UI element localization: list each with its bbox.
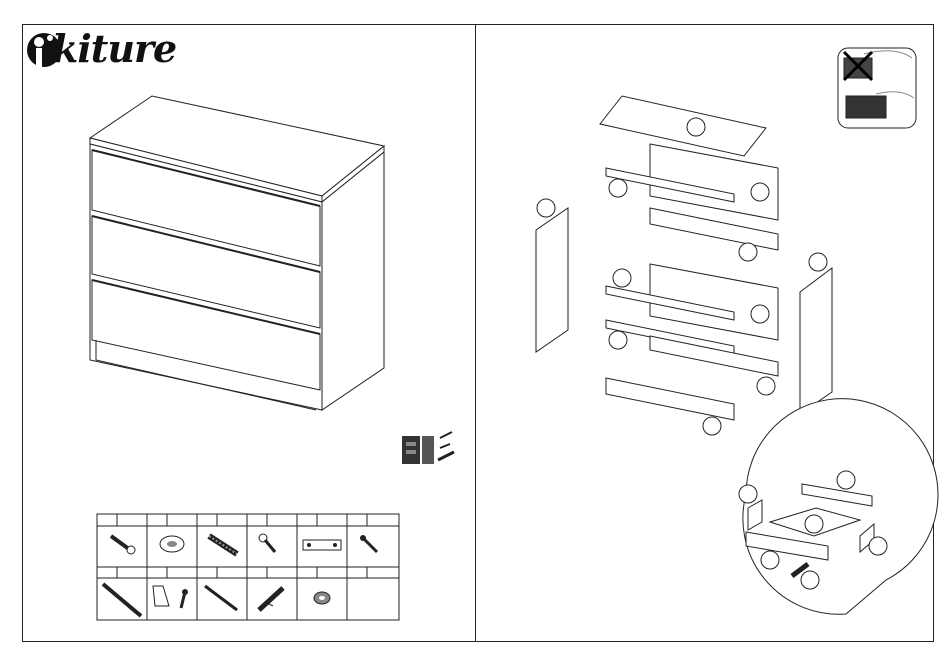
short-screw-icon: [259, 534, 275, 552]
cam-bolt-icon: [111, 536, 135, 554]
parts-table: [97, 514, 399, 620]
cleaning-instructions: [838, 48, 916, 128]
drawer-runner-icon: [103, 584, 141, 616]
hardware-bag-icon: [400, 430, 460, 470]
exploded-view: [476, 24, 946, 644]
brand-name: kiture: [52, 30, 176, 68]
washer-icon: [314, 592, 330, 604]
dresser-illustration: [80, 90, 400, 420]
wooden-dowel-icon: [209, 536, 237, 554]
bracket-and-screw-icon: [153, 586, 188, 608]
screw-icon: [360, 535, 377, 552]
wall-plug-icon: [259, 588, 283, 610]
cam-lock-icon: [160, 536, 184, 552]
connector-plate-icon: [303, 540, 341, 550]
long-screw-icon: [205, 586, 237, 610]
